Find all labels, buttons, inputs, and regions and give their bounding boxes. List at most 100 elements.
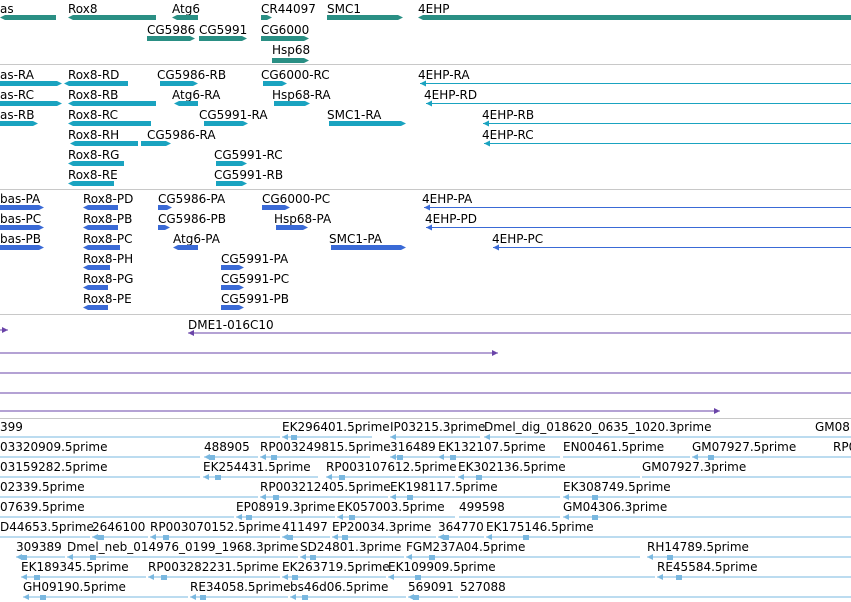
gene-glyph[interactable] <box>257 35 313 42</box>
transcript-glyph[interactable] <box>154 224 174 231</box>
est-glyph[interactable] <box>322 473 459 481</box>
est-glyph[interactable] <box>386 433 484 441</box>
transcript-glyph[interactable] <box>0 100 66 107</box>
est-glyph[interactable] <box>456 593 851 601</box>
transcript-glyph[interactable] <box>79 244 124 251</box>
contig-glyph[interactable] <box>0 389 851 397</box>
transcript-glyph[interactable] <box>0 224 48 231</box>
est-glyph[interactable] <box>278 573 390 581</box>
transcript-glyph[interactable] <box>489 244 851 251</box>
transcript-glyph[interactable] <box>217 264 248 271</box>
est-glyph[interactable] <box>146 533 284 541</box>
transcript-glyph[interactable] <box>200 120 252 127</box>
transcript-glyph[interactable] <box>169 244 202 251</box>
transcript-glyph[interactable] <box>259 80 291 87</box>
est-glyph[interactable] <box>643 553 851 561</box>
transcript-glyph[interactable] <box>64 120 155 127</box>
transcript-glyph[interactable] <box>64 180 118 187</box>
gene-glyph[interactable] <box>257 14 276 21</box>
transcript-glyph[interactable] <box>79 204 122 211</box>
est-glyph[interactable] <box>144 573 284 581</box>
transcript-glyph[interactable] <box>137 140 175 147</box>
transcript-glyph[interactable] <box>270 100 314 107</box>
transcript-glyph[interactable] <box>217 304 248 311</box>
contig-glyph[interactable] <box>0 349 502 357</box>
est-glyph[interactable] <box>402 553 644 561</box>
transcript-glyph[interactable] <box>420 204 851 211</box>
est-glyph[interactable] <box>559 513 851 521</box>
est-glyph[interactable] <box>482 533 851 541</box>
est-glyph[interactable] <box>0 513 238 521</box>
est-glyph[interactable] <box>333 513 459 521</box>
gene-glyph[interactable] <box>168 14 202 21</box>
transcript-glyph[interactable] <box>64 100 160 107</box>
transcript-glyph[interactable] <box>327 244 410 251</box>
est-glyph[interactable] <box>328 533 440 541</box>
transcript-glyph[interactable] <box>325 120 410 127</box>
transcript-glyph[interactable] <box>60 80 132 87</box>
transcript-glyph[interactable] <box>79 224 122 231</box>
transcript-glyph[interactable] <box>416 80 851 87</box>
est-glyph[interactable] <box>256 493 392 501</box>
est-glyph[interactable] <box>0 433 284 441</box>
transcript-glyph[interactable] <box>422 100 851 107</box>
transcript-glyph[interactable] <box>212 180 251 187</box>
est-glyph[interactable] <box>63 553 302 561</box>
est-glyph[interactable] <box>232 513 339 521</box>
transcript-glyph[interactable] <box>422 224 851 231</box>
transcript-glyph[interactable] <box>154 204 176 211</box>
est-glyph[interactable] <box>386 493 564 501</box>
gene-glyph[interactable] <box>64 14 160 21</box>
transcript-glyph[interactable] <box>212 160 251 167</box>
est-glyph[interactable] <box>0 493 262 501</box>
gene-glyph[interactable] <box>0 14 60 21</box>
est-glyph[interactable] <box>559 453 694 461</box>
transcript-glyph[interactable] <box>79 284 112 291</box>
gene-glyph[interactable] <box>195 35 251 42</box>
transcript-glyph[interactable] <box>272 224 312 231</box>
transcript-glyph[interactable] <box>66 140 142 147</box>
gene-glyph[interactable] <box>268 57 313 64</box>
est-glyph[interactable] <box>186 593 292 601</box>
transcript-glyph[interactable] <box>170 100 202 107</box>
est-glyph[interactable] <box>296 553 408 561</box>
gene-glyph[interactable] <box>414 14 851 21</box>
est-glyph[interactable] <box>17 573 150 581</box>
transcript-glyph[interactable] <box>79 304 112 311</box>
transcript-glyph[interactable] <box>217 284 248 291</box>
transcript-glyph[interactable] <box>479 120 851 127</box>
est-glyph[interactable] <box>638 473 851 481</box>
est-glyph[interactable] <box>286 593 410 601</box>
est-glyph[interactable] <box>256 453 374 461</box>
transcript-glyph[interactable] <box>0 204 48 211</box>
contig-glyph[interactable] <box>0 326 12 334</box>
transcript-glyph[interactable] <box>0 244 48 251</box>
est-glyph[interactable] <box>480 433 851 441</box>
transcript-glyph[interactable] <box>0 120 42 127</box>
est-glyph[interactable] <box>0 473 204 481</box>
gene-glyph[interactable] <box>323 14 407 21</box>
est-glyph[interactable] <box>0 453 204 461</box>
gene-glyph[interactable] <box>143 35 199 42</box>
est-glyph[interactable] <box>688 453 851 461</box>
contig-glyph[interactable] <box>184 329 851 337</box>
est-glyph[interactable] <box>19 593 192 601</box>
transcript-glyph[interactable] <box>79 264 114 271</box>
transcript-glyph[interactable] <box>258 204 294 211</box>
contig-glyph[interactable] <box>0 407 724 415</box>
est-glyph[interactable] <box>434 453 564 461</box>
contig-glyph[interactable] <box>0 369 851 377</box>
transcript-glyph[interactable] <box>0 80 66 87</box>
est-glyph[interactable] <box>653 573 851 581</box>
transcript-glyph[interactable] <box>64 160 128 167</box>
est-glyph[interactable] <box>199 473 322 481</box>
est-glyph[interactable] <box>384 573 659 581</box>
est-glyph[interactable] <box>455 513 564 521</box>
est-glyph[interactable] <box>454 473 644 481</box>
est-glyph[interactable] <box>559 493 851 501</box>
transcript-glyph[interactable] <box>480 140 851 147</box>
est-glyph[interactable] <box>0 533 94 541</box>
transcript-glyph[interactable] <box>156 80 202 87</box>
est-glyph[interactable] <box>278 433 376 441</box>
